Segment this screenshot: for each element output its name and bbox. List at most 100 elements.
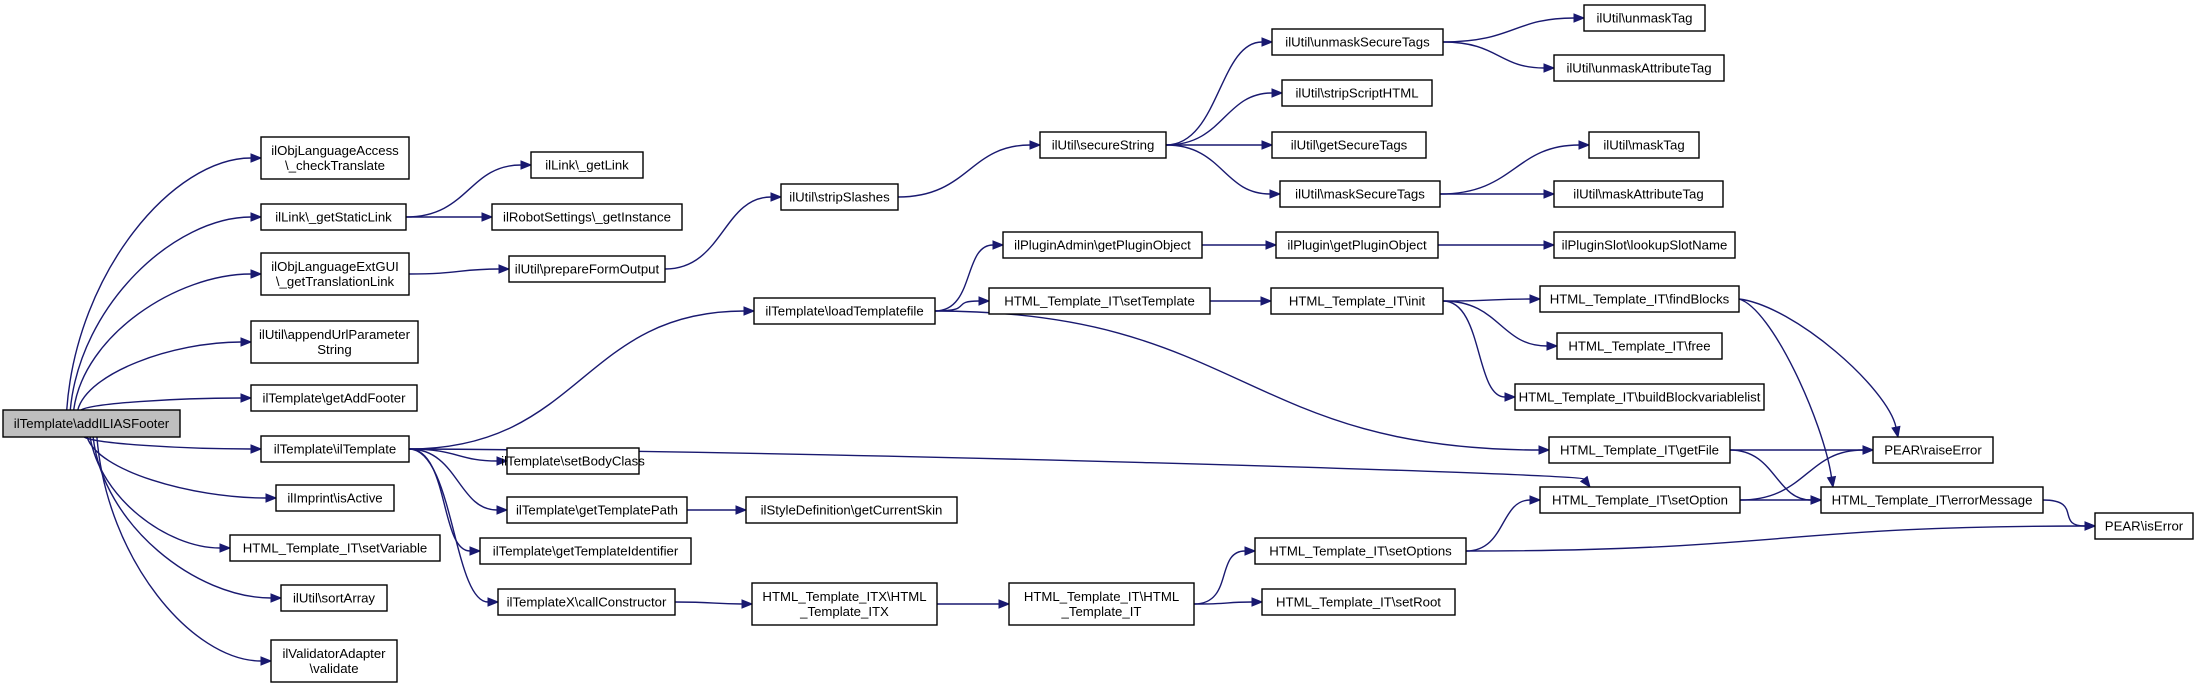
edge-n35-to-n34 [1739,445,1875,501]
node-ilvalidatoradapter-validate[interactable]: ilValidatorAdapter\validate [270,639,398,683]
edge-n16-to-n21 [1442,41,1556,73]
node-box [479,537,692,565]
node-ilpluginslot-lookupslotname[interactable]: ilPluginSlot\lookupSlotName [1553,231,1736,259]
edge-line [72,273,252,411]
node-iltemplate-setbodyclass[interactable]: ilTemplate\setBodyClass [501,447,645,475]
node-label: ilUtil\sortArray [293,591,375,606]
node-box [1583,4,1706,32]
edge-line [408,448,489,603]
edge-arrowhead [992,240,1005,250]
node-html-template-it-getfile[interactable]: HTML_Template_IT\getFile [1548,436,1731,464]
edge-n33-to-n36 [1729,449,1823,505]
node-iltemplatex-callconstructor[interactable]: ilTemplateX\callConstructor [497,588,676,616]
node-box [1556,332,1723,360]
edge-arrowhead [735,505,748,515]
edge-arrowhead [1529,495,1542,505]
node-ilrobotsettings-getinstance[interactable]: ilRobotSettings\_getInstance [491,203,683,231]
node-ilutil-stripslashes[interactable]: ilUtil\stripSlashes [780,183,899,211]
edge-arrowhead [1244,546,1257,556]
node-ilobjlanguageextgui-gettranslationlink[interactable]: ilObjLanguageExtGUI\_getTranslationLink [260,252,410,296]
node-ilstyledefinition-getcurrentskin[interactable]: ilStyleDefinition\getCurrentSkin [745,496,958,524]
node-label: HTML_Template_IT\setOptions [1269,544,1452,559]
node-label: ilPluginAdmin\getPluginObject [1014,238,1191,253]
edge-n39-to-n40 [687,505,748,515]
node-box [1872,436,1994,464]
node-label: ilLink\_getLink [545,158,629,173]
node-ilutil-unmasksecuretags[interactable]: ilUtil\unmaskSecureTags [1271,28,1444,56]
node-pear-raiseerror[interactable]: PEAR\raiseError [1872,436,1994,464]
node-iltemplate-iltemplate[interactable]: ilTemplate\ilTemplate [260,435,410,463]
node-html-template-it-setoption[interactable]: HTML_Template_IT\setOption [1539,486,1741,514]
node-ilutil-sortarray[interactable]: ilUtil\sortArray [280,584,388,612]
node-ilutil-stripscripthtml[interactable]: ilUtil\stripScriptHTML [1281,79,1433,107]
node-iltemplate-gettemplateidentifier[interactable]: ilTemplate\getTemplateIdentifier [479,537,692,565]
node-box [1281,79,1433,107]
edge-n29-to-n31 [1442,300,1559,351]
node-html-template-it-buildblockvariablelist[interactable]: HTML_Template_IT\buildBlockvariablelist [1514,383,1765,411]
node-pear-iserror[interactable]: PEAR\isError [2094,512,2194,540]
node-box [780,183,899,211]
edge-arrowhead [1251,597,1264,607]
node-ilutil-unmaskattributetag[interactable]: ilUtil\unmaskAttributeTag [1553,54,1725,82]
edge-root-to-n4 [77,337,253,411]
node-iltemplate-getaddfooter[interactable]: ilTemplate\getAddFooter [250,384,418,412]
node-box [260,136,410,180]
node-iltemplate-addiliasfooter[interactable]: ilTemplate\addILIASFooter [2,409,181,438]
node-ilobjlanguageaccess-checktranslate[interactable]: ilObjLanguageAccess\_checkTranslate [260,136,410,180]
edge-arrowhead [2084,521,2097,531]
edge-line [92,436,272,599]
edge-line [80,397,242,411]
node-box [275,484,395,512]
node-iltemplate-loadtemplatefile[interactable]: ilTemplate\loadTemplatefile [753,297,936,325]
node-box [280,584,388,612]
node-ilutil-masktag[interactable]: ilUtil\maskTag [1588,131,1700,159]
node-html-template-it-setroot[interactable]: HTML_Template_IT\setRoot [1261,588,1456,616]
edge-line [1465,499,1531,552]
edge-line [1442,41,1545,69]
node-html-template-it-html-template-it[interactable]: HTML_Template_IT\HTML_Template_IT [1008,582,1195,626]
node-ilutil-masksecuretags[interactable]: ilUtil\maskSecureTags [1279,180,1441,208]
edge-root-to-n3 [72,269,263,411]
node-ilutil-maskattributetag[interactable]: ilUtil\maskAttributeTag [1553,180,1724,208]
node-ilimprint-isactive[interactable]: ilImprint\isActive [275,484,395,512]
node-box [2094,512,2194,540]
node-ilutil-prepareformoutput[interactable]: ilUtil\prepareFormOutput [508,255,666,283]
edge-n15-to-n17 [1165,88,1284,146]
edge-line [69,216,252,411]
edge-line [1193,550,1246,605]
node-box [745,496,958,524]
node-illink-getlink[interactable]: ilLink\_getLink [530,151,644,179]
node-ilutil-unmasktag[interactable]: ilUtil\unmaskTag [1583,4,1706,32]
edge-line [1193,601,1253,605]
edge-arrowhead [250,212,263,222]
node-html-template-it-free[interactable]: HTML_Template_IT\free [1556,332,1723,360]
node-html-template-it-setoptions[interactable]: HTML_Template_IT\setOptions [1254,537,1467,565]
node-html-template-it-settemplate[interactable]: HTML_Template_IT\setTemplate [988,287,1211,315]
edge-arrowhead [978,296,991,306]
node-html-template-it-setvariable[interactable]: HTML_Template_IT\setVariable [229,534,441,562]
edge-arrowhead [240,337,253,347]
node-ilplugin-getpluginobject[interactable]: ilPlugin\getPluginObject [1275,231,1439,259]
node-box [988,287,1211,315]
node-label: _Template_ITX [799,604,889,619]
edge-n14-to-n15 [897,140,1042,198]
edge-n30-to-n36 [1738,298,1837,489]
node-illink-getstaticlink[interactable]: ilLink\_getStaticLink [260,203,407,231]
node-ilutil-getsecuretags[interactable]: ilUtil\getSecureTags [1271,131,1427,159]
node-html-template-it-findblocks[interactable]: HTML_Template_IT\findBlocks [1539,285,1740,313]
node-html-template-itx-html-template-itx[interactable]: HTML_Template_ITX\HTML_Template_ITX [751,582,938,626]
edge-n24-to-n25 [934,240,1005,312]
node-label: PEAR\isError [2105,519,2184,534]
edge-root-to-n8 [89,436,232,553]
node-ilpluginadmin-getpluginobject[interactable]: ilPluginAdmin\getPluginObject [1002,231,1203,259]
edge-layer [66,13,2097,666]
node-label: \_getTranslationLink [276,274,395,289]
node-ilutil-securestring[interactable]: ilUtil\secureString [1039,131,1167,159]
edge-line [83,436,252,450]
node-iltemplate-gettemplatepath[interactable]: ilTemplate\getTemplatePath [506,496,688,524]
node-html-template-it-errormessage[interactable]: HTML_Template_IT\errorMessage [1820,486,2044,514]
node-html-template-it-init[interactable]: HTML_Template_IT\init [1270,287,1444,315]
node-box [260,203,407,231]
edge-arrowhead [1261,140,1274,150]
